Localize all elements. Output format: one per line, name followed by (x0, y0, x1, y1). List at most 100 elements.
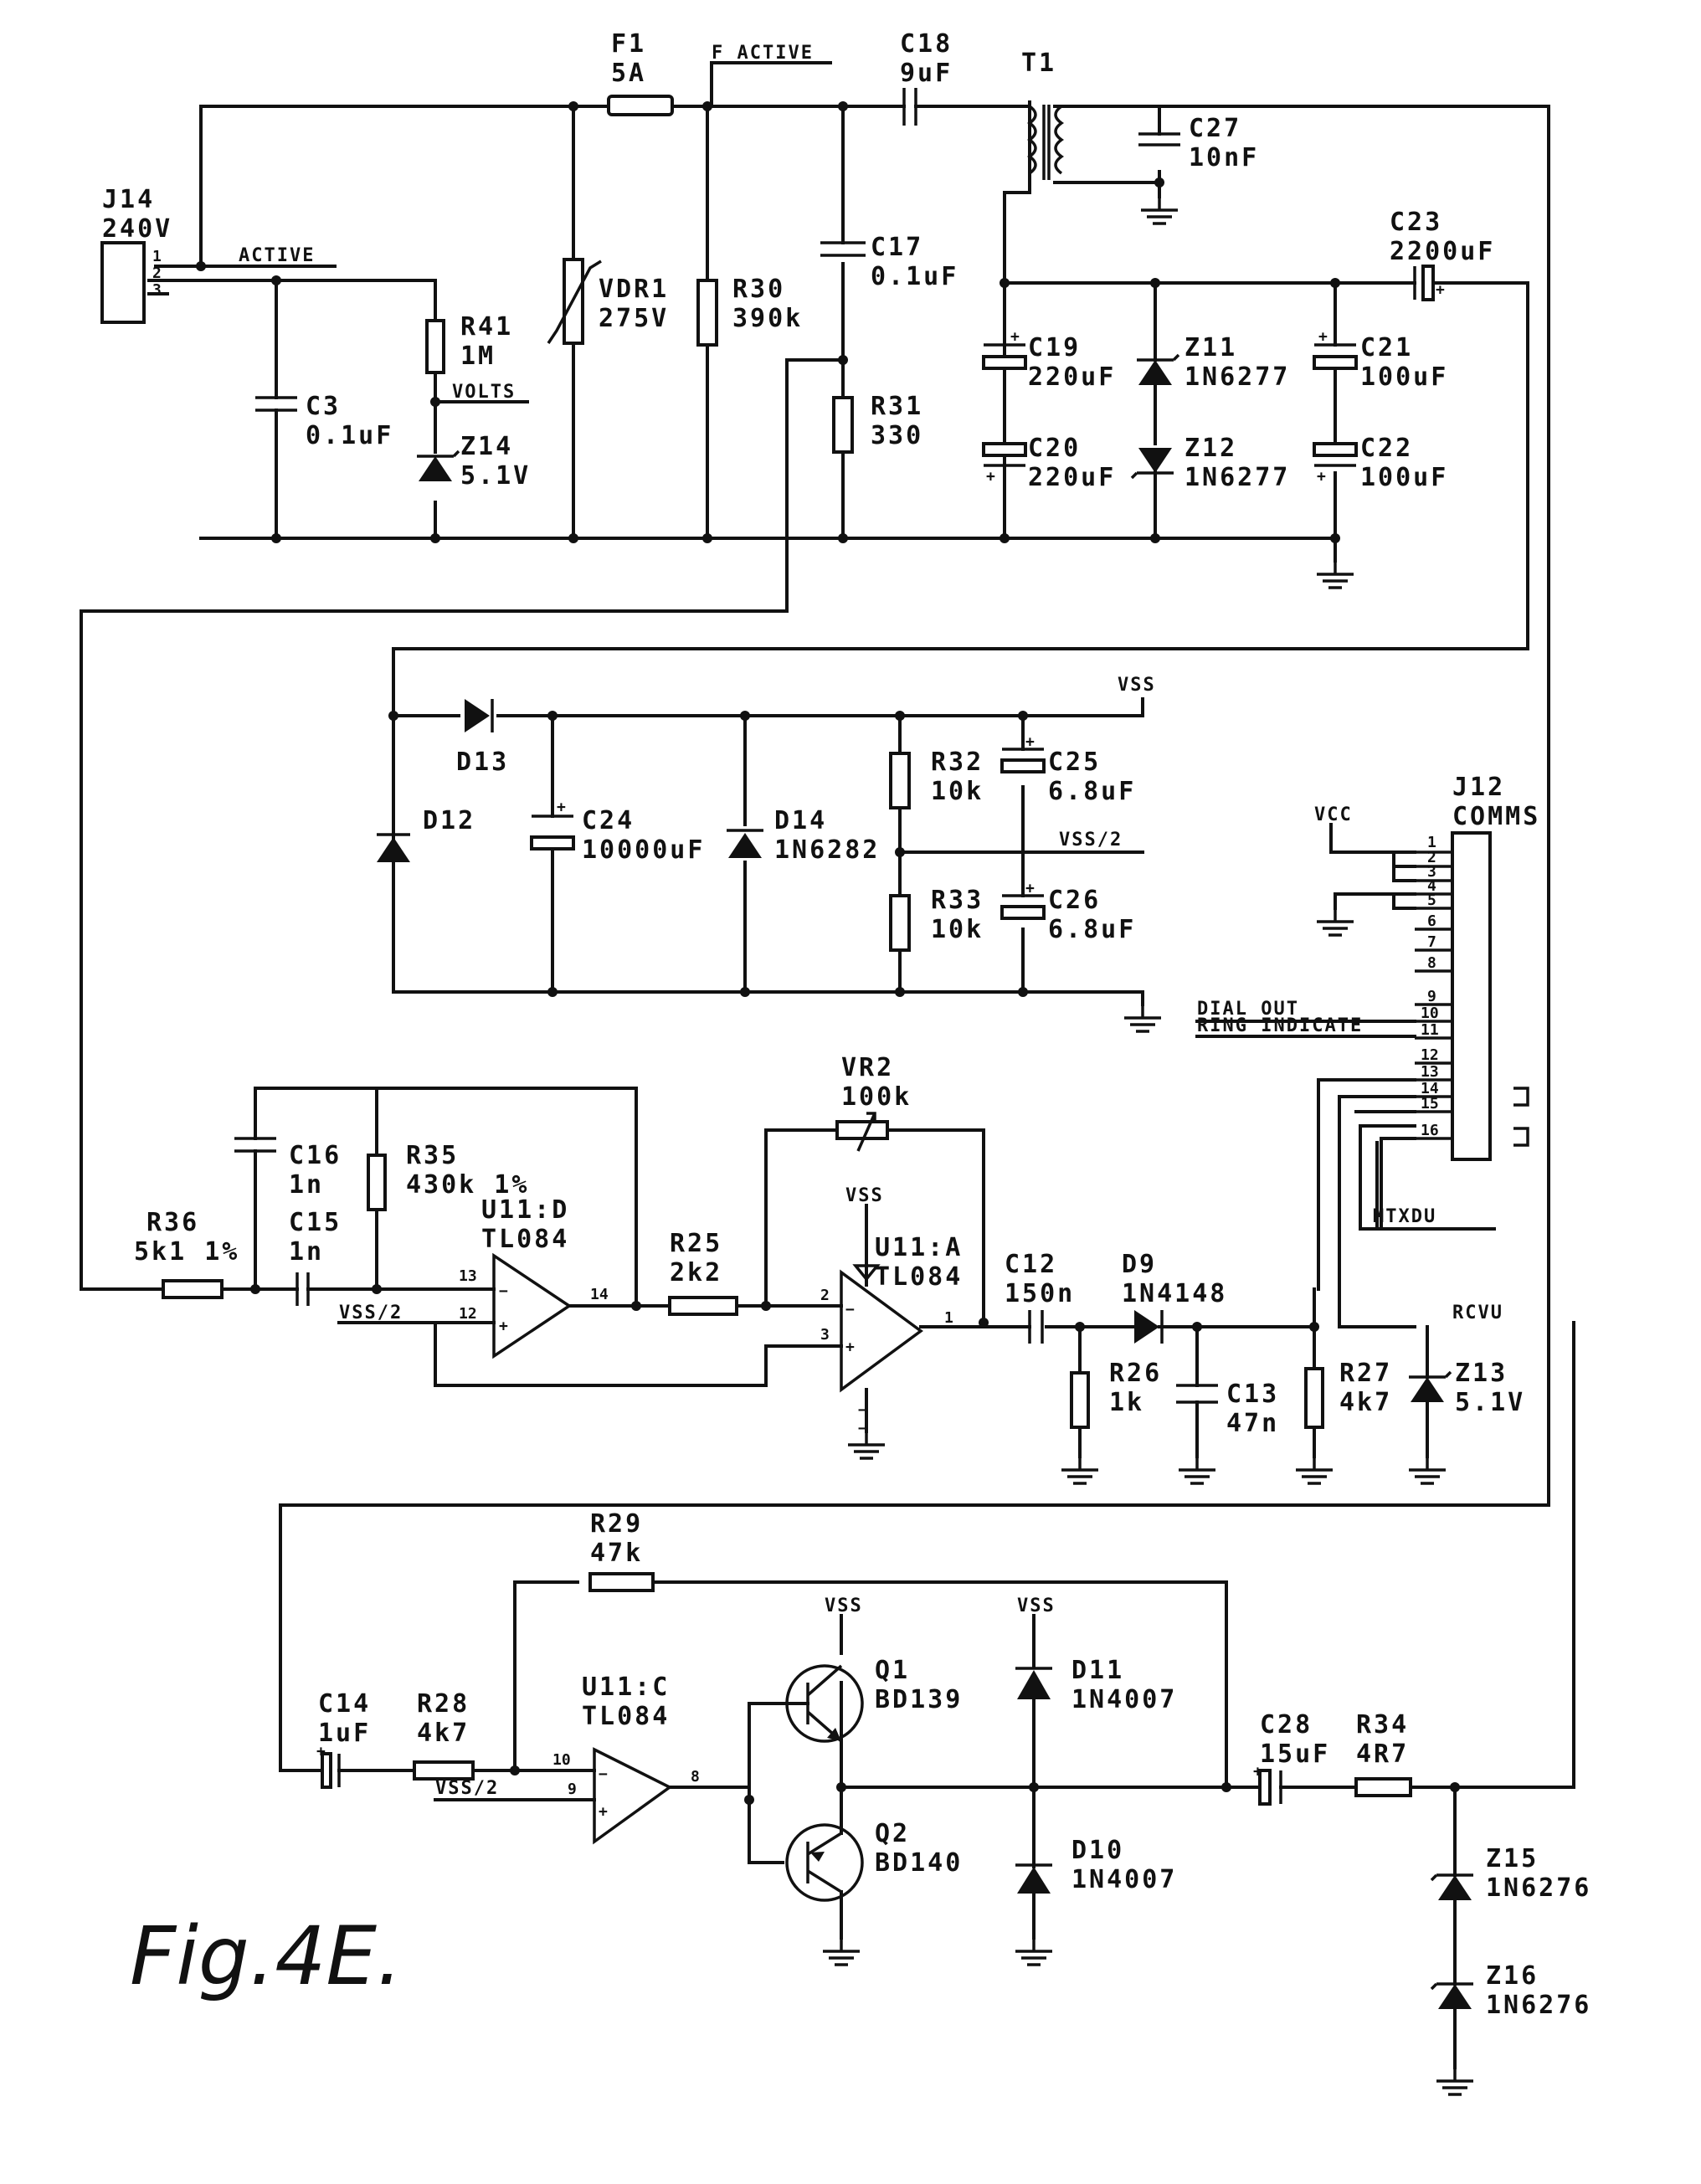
capacitor-c22-symbol: + (1313, 442, 1358, 486)
c19-ref: C19 (1028, 333, 1081, 362)
u11c-pin-9: 9 (568, 1781, 577, 1798)
z13-ref: Z13 (1455, 1359, 1508, 1388)
c15-value: 1n (289, 1237, 324, 1267)
connector-j14-symbol (100, 241, 146, 324)
svg-text:8: 8 (1427, 954, 1436, 972)
d11-ref: D11 (1071, 1656, 1124, 1685)
r35-value: 430k 1% (406, 1170, 529, 1200)
c13-ref: C13 (1226, 1380, 1279, 1409)
c24-ref: C24 (582, 806, 635, 835)
capacitor-c17-symbol (820, 241, 866, 257)
c28-value: 15uF (1260, 1739, 1330, 1769)
varistor-vdr1-symbol (547, 258, 602, 345)
svg-text:6: 6 (1427, 912, 1436, 930)
d13-ref: D13 (456, 748, 509, 777)
zener-z16-symbol (1430, 1982, 1475, 2096)
r32-ref: R32 (931, 748, 984, 777)
vr2-value: 100k (841, 1082, 912, 1112)
transistor-q1-symbol (781, 1664, 864, 1743)
svg-text:+: + (599, 1803, 608, 1821)
c14-value: 1uF (318, 1719, 371, 1748)
capacitor-c21-symbol: + (1313, 328, 1358, 370)
resistor-r25-symbol (668, 1296, 738, 1316)
c15-ref: C15 (289, 1208, 342, 1237)
r28-value: 4k7 (417, 1719, 470, 1748)
diode-d12-symbol (377, 833, 410, 862)
svg-text:10: 10 (1421, 1005, 1439, 1022)
c21-ref: C21 (1360, 333, 1413, 362)
r32-value: 10k (931, 777, 984, 806)
u11d-pin-12: 12 (459, 1305, 477, 1323)
z16-ref: Z16 (1486, 1961, 1539, 1991)
c16-ref: C16 (289, 1141, 342, 1170)
resistor-r41-symbol (425, 319, 445, 374)
j14-ref: J14 (102, 185, 155, 214)
j12-value: COMMS (1452, 802, 1540, 831)
svg-text:1: 1 (1427, 834, 1436, 851)
d14-value: 1N6282 (774, 835, 880, 865)
capacitor-c23-symbol: + (1413, 265, 1445, 301)
r25-ref: R25 (670, 1229, 722, 1258)
c22-value: 100uF (1360, 463, 1448, 492)
vdr1-ref: VDR1 (599, 275, 669, 304)
net-labels: ACTIVE F ACTIVE VOLTS VSS VSS/2 VCC DIAL… (234, 43, 1502, 1799)
net-vss-half-top: VSS/2 (1059, 830, 1123, 850)
resistor-r33-symbol (889, 894, 911, 952)
f1-ref: F1 (611, 29, 646, 59)
potentiometer-vr2-symbol (835, 1112, 889, 1152)
u11c-ref: U11:C (582, 1673, 670, 1702)
vdr1-value: 275V (599, 304, 669, 333)
u11a-pin-3: 3 (820, 1326, 830, 1344)
svg-text:−: − (845, 1301, 855, 1318)
d12-ref: D12 (423, 806, 475, 835)
d10-ref: D10 (1071, 1836, 1124, 1865)
svg-text:4: 4 (1427, 877, 1436, 895)
c27-value: 10nF (1189, 143, 1259, 172)
t1-ref: T1 (1021, 49, 1056, 78)
resistor-r35-symbol (367, 1154, 387, 1211)
r27-ref: R27 (1339, 1359, 1392, 1388)
diode-d13-symbol (465, 699, 494, 732)
r36-ref: R36 (146, 1208, 199, 1237)
svg-text:−: − (599, 1765, 608, 1783)
r41-value: 1M (460, 342, 496, 371)
c18-value: 9uF (900, 59, 953, 88)
r35-ref: R35 (406, 1141, 459, 1170)
svg-text:13: 13 (1421, 1063, 1439, 1081)
svg-text:+: + (1025, 880, 1035, 897)
svg-text:16: 16 (1421, 1122, 1439, 1139)
svg-text:9: 9 (1427, 988, 1436, 1005)
svg-text:+: + (1318, 328, 1328, 346)
connector-j12-symbol (1415, 831, 1529, 1161)
capacitor-c3-symbol (255, 396, 297, 437)
transistor-q2-symbol (785, 1823, 864, 1966)
resistor-r36-symbol (162, 1279, 224, 1299)
u11d-pin-14: 14 (590, 1286, 609, 1303)
c16-value: 1n (289, 1170, 324, 1200)
z15-ref: Z15 (1486, 1844, 1539, 1873)
resistor-r27-symbol (1294, 1367, 1334, 1485)
r31-ref: R31 (871, 392, 923, 421)
c17-value: 0.1uF (871, 262, 958, 291)
u11a-pin-1: 1 (944, 1309, 953, 1327)
u11d-ref: U11:D (481, 1195, 569, 1225)
fuse-f1-symbol (607, 95, 674, 116)
svg-text:+: + (499, 1318, 508, 1335)
net-vss-top: VSS (1118, 675, 1156, 696)
d11-value: 1N4007 (1071, 1685, 1177, 1714)
z12-value: 1N6277 (1185, 463, 1290, 492)
capacitor-c20-symbol: + (982, 442, 1027, 486)
c20-ref: C20 (1028, 434, 1081, 463)
c26-ref: C26 (1048, 886, 1101, 915)
net-vss-q1: VSS (825, 1596, 863, 1616)
capacitor-c26-symbol: + (1000, 880, 1046, 920)
q2-value: BD140 (875, 1848, 963, 1878)
zener-z11-symbol (1137, 353, 1180, 385)
capacitor-c16-symbol (234, 1137, 276, 1178)
svg-text:2: 2 (1427, 849, 1436, 866)
d14-ref: D14 (774, 806, 827, 835)
f1-value: 5A (611, 59, 646, 88)
svg-text:−: − (499, 1282, 508, 1300)
u11d-pin-13: 13 (459, 1267, 477, 1285)
c3-ref: C3 (306, 392, 341, 421)
